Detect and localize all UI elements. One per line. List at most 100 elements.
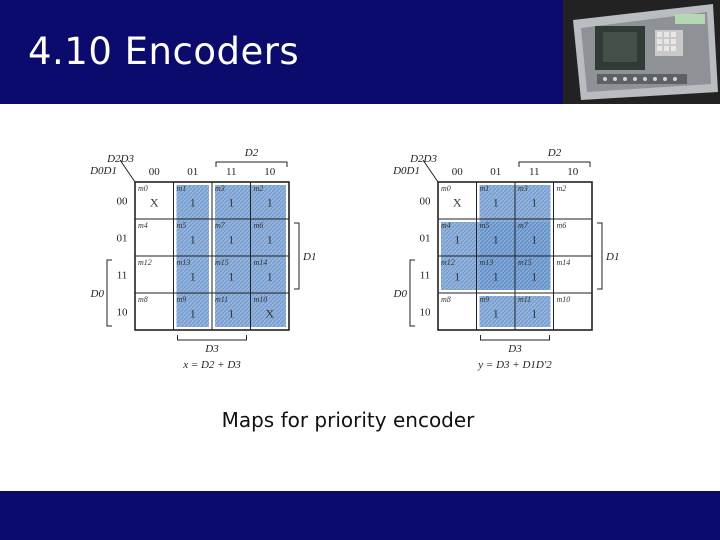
cell-value: 1	[228, 307, 234, 321]
minterm-label: m7	[518, 221, 529, 230]
bracket-top	[215, 161, 288, 167]
var-label-top: D2	[244, 147, 259, 159]
minterm-label: m7	[215, 221, 226, 230]
corner-diagonal	[119, 159, 136, 183]
minterm-label: m13	[177, 258, 191, 267]
minterm-label: m15	[215, 258, 229, 267]
corner-label-left: D0D1	[89, 165, 117, 177]
minterm-label: m9	[177, 295, 187, 304]
cell-value: 1	[190, 270, 196, 284]
minterm-label: m1	[480, 184, 490, 193]
minterm-label: m8	[441, 295, 451, 304]
minterm-label: m15	[518, 258, 532, 267]
equation: x = D2 + D3	[182, 359, 241, 371]
minterm-label: m0	[138, 184, 148, 193]
column-header: 11	[226, 166, 237, 178]
row-header: 01	[420, 233, 431, 245]
bracket-bottom	[480, 335, 550, 341]
column-header: 10	[264, 166, 276, 178]
cell-value: 1	[228, 233, 234, 247]
figure-caption: Maps for priority encoder	[221, 408, 475, 432]
slide-title: 4.10 Encoders	[28, 30, 300, 73]
corner-label-top: D2D3	[106, 153, 134, 165]
cell-value: 1	[454, 233, 460, 247]
minterm-label: m8	[138, 295, 148, 304]
minterm-label: m11	[518, 295, 531, 304]
bracket-left	[106, 259, 112, 327]
row-header: 11	[117, 270, 128, 282]
column-header: 00	[149, 166, 161, 178]
var-label-right: D1	[605, 251, 619, 263]
corner-diagonal	[422, 159, 439, 183]
minterm-label: m3	[518, 184, 528, 193]
trainer-board-image	[563, 0, 720, 104]
cell-value: 1	[493, 307, 499, 321]
minterm-label: m13	[480, 258, 494, 267]
cell-value: 1	[190, 307, 196, 321]
cell-value: 1	[531, 307, 537, 321]
corner-label-left: D0D1	[392, 165, 420, 177]
row-header: 00	[420, 196, 432, 208]
minterm-label: m5	[480, 221, 490, 230]
bracket-left	[409, 259, 415, 327]
cell-value: 1	[267, 270, 273, 284]
cell-value: 1	[531, 233, 537, 247]
var-label-left: D0	[393, 288, 408, 300]
var-label-right: D1	[302, 251, 316, 263]
minterm-label: m2	[557, 184, 567, 193]
minterm-label: m14	[254, 258, 268, 267]
minterm-label: m2	[254, 184, 264, 193]
equation: y = D3 + D1D'2	[477, 359, 552, 371]
cell-value: 1	[190, 233, 196, 247]
minterm-label: m3	[215, 184, 225, 193]
cell-value: 1	[493, 270, 499, 284]
minterm-label: m4	[441, 221, 451, 230]
bracket-right	[597, 222, 603, 290]
cell-value: 1	[454, 270, 460, 284]
cell-value: 1	[493, 233, 499, 247]
minterm-label: m10	[557, 295, 571, 304]
column-header: 01	[490, 166, 501, 178]
column-header: 00	[452, 166, 464, 178]
column-header: 10	[567, 166, 579, 178]
cell-value: 1	[228, 270, 234, 284]
cell-value: 1	[267, 196, 273, 210]
var-label-bottom: D3	[507, 343, 522, 355]
bracket-right	[294, 222, 300, 290]
cell-value: 1	[531, 270, 537, 284]
row-header: 11	[420, 270, 431, 282]
row-header: 10	[420, 307, 432, 319]
minterm-label: m14	[557, 258, 571, 267]
minterm-label: m5	[177, 221, 187, 230]
column-header: 01	[187, 166, 198, 178]
minterm-label: m0	[441, 184, 451, 193]
cell-value: 1	[190, 196, 196, 210]
cell-value: 1	[531, 196, 537, 210]
corner-label-top: D2D3	[409, 153, 437, 165]
var-label-left: D0	[90, 288, 105, 300]
minterm-label: m1	[177, 184, 187, 193]
slide-footer	[0, 491, 720, 540]
minterm-label: m6	[557, 221, 567, 230]
cell-value: X	[453, 196, 462, 210]
bracket-top	[518, 161, 591, 167]
var-label-bottom: D3	[204, 343, 219, 355]
row-header: 01	[117, 233, 128, 245]
minterm-label: m12	[441, 258, 455, 267]
row-header: 10	[117, 307, 129, 319]
minterm-label: m11	[215, 295, 228, 304]
cell-value: 1	[228, 196, 234, 210]
minterm-label: m12	[138, 258, 152, 267]
var-label-top: D2	[547, 147, 562, 159]
cell-value: 1	[267, 233, 273, 247]
row-header: 00	[117, 196, 129, 208]
cell-value: X	[265, 307, 274, 321]
minterm-label: m4	[138, 221, 148, 230]
column-header: 11	[529, 166, 540, 178]
cell-value: X	[150, 196, 159, 210]
minterm-label: m6	[254, 221, 264, 230]
minterm-label: m10	[254, 295, 268, 304]
